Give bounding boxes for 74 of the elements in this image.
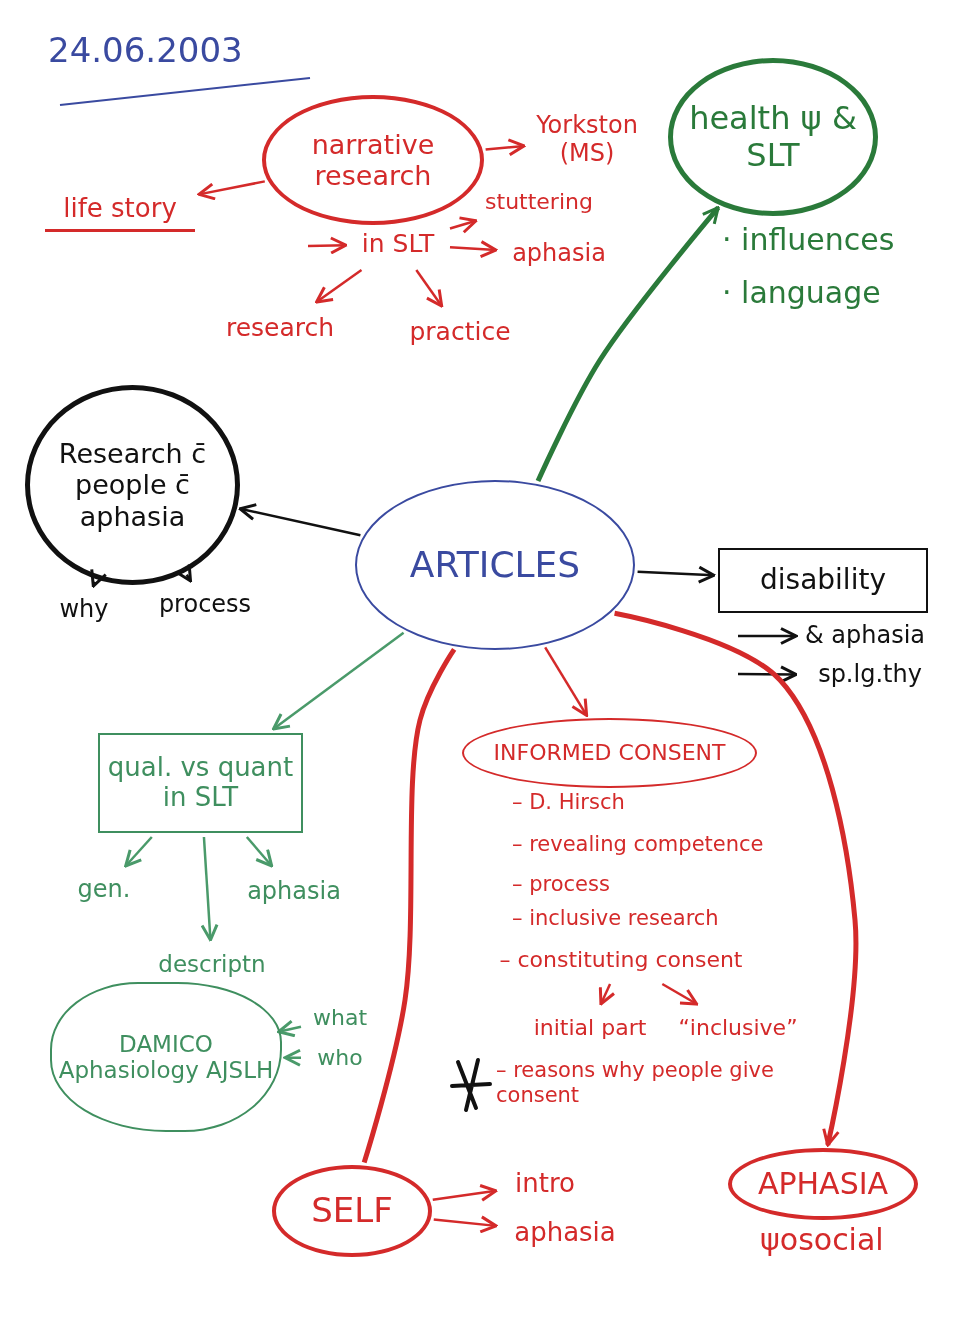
arrow <box>238 503 361 537</box>
topic-ellipse <box>262 95 484 225</box>
node-text: Research c̄ people c̄ aphasia <box>57 438 208 532</box>
note-text: – reasons why people give consent <box>496 1058 775 1109</box>
arrow <box>283 1048 302 1067</box>
arrow <box>449 240 498 259</box>
topic-cloud <box>50 982 282 1132</box>
arrow <box>598 983 616 1006</box>
branch-label: why <box>52 590 116 630</box>
topic-box <box>98 733 303 833</box>
arrow <box>197 180 266 201</box>
arrow <box>307 236 348 255</box>
arrow <box>485 138 526 157</box>
arrow <box>245 836 274 868</box>
node-note: · language <box>722 275 881 311</box>
arrow <box>738 627 798 645</box>
branch-label: aphasia <box>500 232 618 276</box>
branch-label: initial part <box>520 1008 660 1048</box>
branch-label: intro <box>500 1162 590 1206</box>
node-text: INFORMED CONSENT <box>493 740 726 766</box>
node-text: APHASIA <box>757 1166 889 1202</box>
arrow <box>738 665 798 684</box>
arrow <box>661 982 699 1006</box>
node-text: qual. vs quant in SLT <box>106 753 295 813</box>
topic-ellipse <box>668 58 878 216</box>
branch-label: aphasia <box>500 1208 630 1258</box>
branch-label: descriptn <box>152 944 272 984</box>
branch-label: & aphasia <box>800 618 930 654</box>
topic-ellipse <box>728 1148 918 1220</box>
arrow <box>614 610 859 1147</box>
node-text: health ψ & SLT <box>688 100 858 174</box>
branch-label: gen. <box>66 870 142 910</box>
node-note: · influences <box>722 222 895 258</box>
arrow <box>433 1215 498 1234</box>
branch-label: research <box>220 306 340 350</box>
arrow <box>90 567 108 588</box>
branch-label: “inclusive” <box>668 1008 808 1048</box>
node-note: – D. Hirsch <box>512 790 625 816</box>
branch-label: practice <box>400 310 520 354</box>
arrow <box>535 206 721 483</box>
arrow <box>449 216 478 234</box>
node-note: – process <box>512 872 610 898</box>
date-text: 24.06.2003 <box>48 30 244 71</box>
topic-ellipse <box>355 480 635 650</box>
node-note: – inclusive research <box>512 906 719 932</box>
branch-label: in SLT <box>350 222 446 266</box>
node-note: – revealing competence <box>512 832 764 858</box>
topic-box <box>718 548 928 613</box>
node-text: ARTICLES <box>409 544 581 586</box>
arrow <box>315 269 363 304</box>
arrow <box>432 1184 498 1202</box>
node-text: DAMICO Aphasiology AJSLH <box>57 1030 275 1084</box>
node-text: narrative research <box>310 128 436 192</box>
node-note: ψosocial <box>760 1222 884 1258</box>
arrow <box>124 836 153 868</box>
branch-label: stuttering <box>480 180 598 224</box>
arrow <box>277 1019 302 1038</box>
node-text: SELF <box>311 1191 393 1231</box>
branch-label: process <box>150 585 260 625</box>
topic-ellipse <box>25 385 240 585</box>
node-text: disability <box>760 564 886 597</box>
arrow <box>637 565 716 584</box>
branch-label: Yorkston (MS) <box>528 100 646 180</box>
topic-ellipse <box>462 718 757 788</box>
arrow <box>415 269 444 308</box>
branch-label: who <box>305 1040 375 1076</box>
branch-label: aphasia <box>238 870 350 914</box>
topic-ellipse <box>272 1165 432 1257</box>
branch-label: life story <box>45 188 195 232</box>
branch-label: sp.lg.thy <box>800 656 940 694</box>
arrow <box>200 836 219 942</box>
branch-label: what <box>305 1000 375 1036</box>
branch-label: – constituting consent <box>486 940 756 980</box>
arrow <box>544 646 589 717</box>
